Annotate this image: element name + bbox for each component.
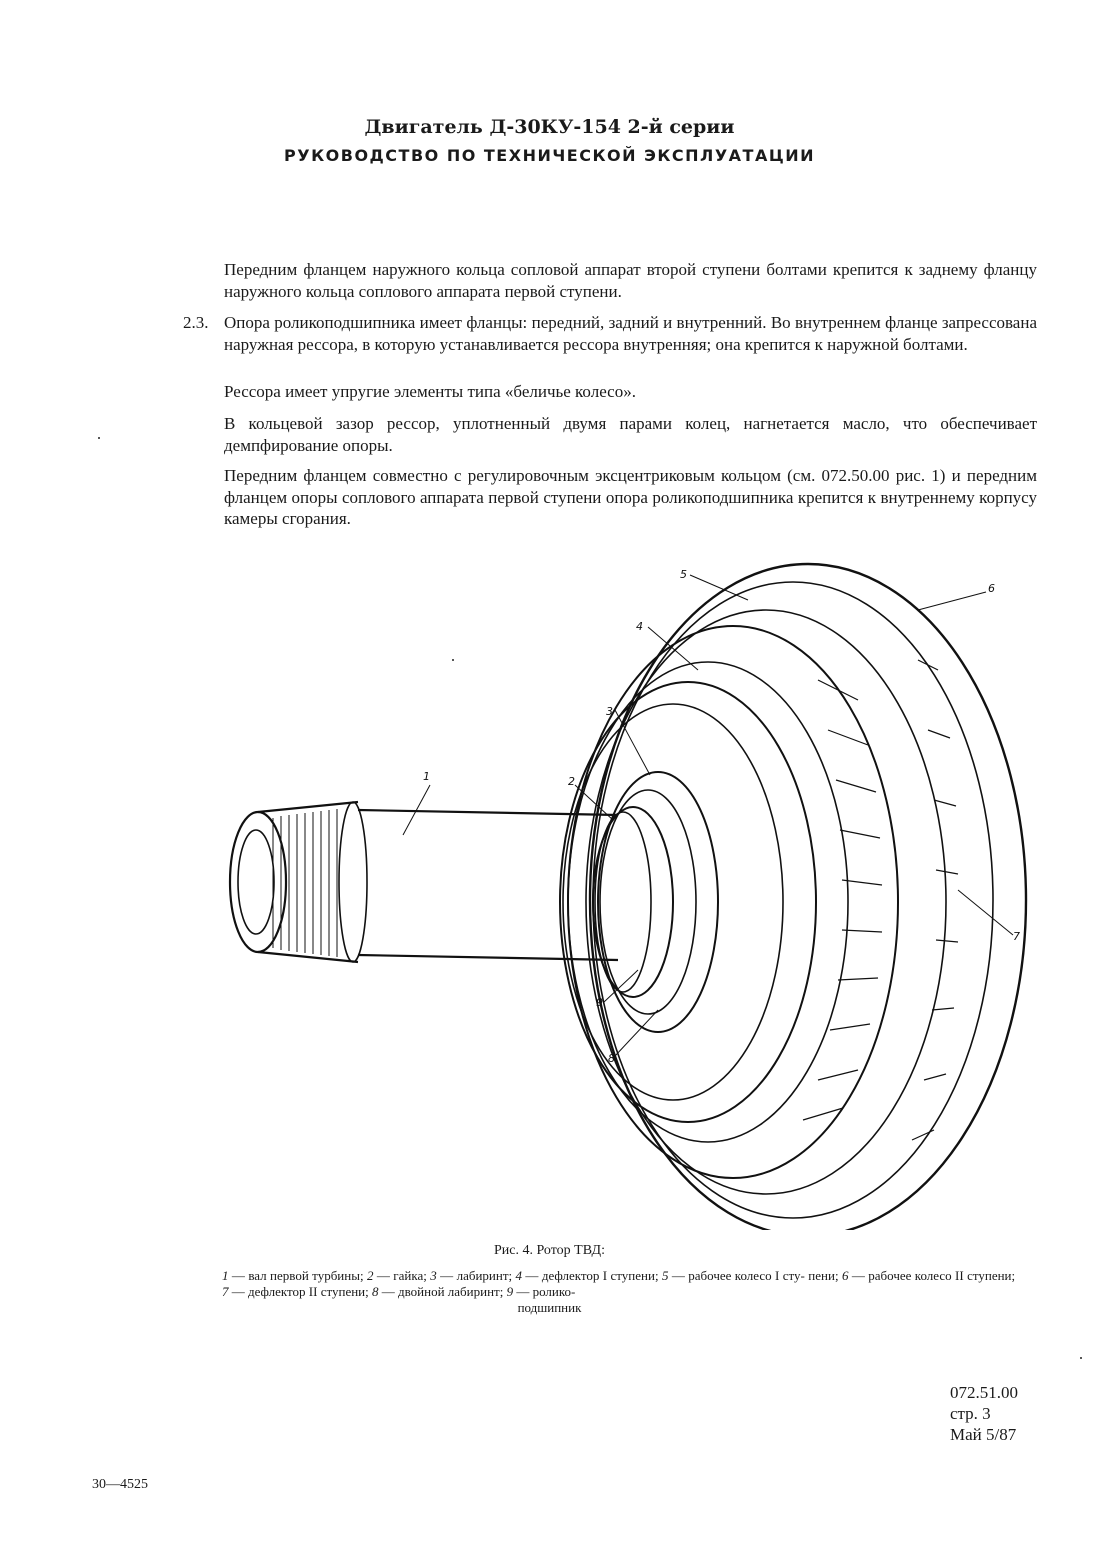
callout-5: 5 xyxy=(680,568,687,581)
print-code: 30—4525 xyxy=(92,1477,148,1492)
hub-ring-2 xyxy=(599,789,697,1015)
legend-num-5: 5 xyxy=(661,1268,669,1283)
legend-num-3: 3 xyxy=(430,1268,437,1283)
legend-num-6: 6 xyxy=(841,1268,849,1283)
paragraph-2: Опора роликоподшипника имеет фланцы: пер… xyxy=(224,313,1037,354)
deflector-outer xyxy=(559,681,817,1123)
doc-code: 072.51.00 xyxy=(950,1383,1018,1402)
figure-legend-last: подшипник xyxy=(517,1300,582,1315)
callout-1: 1 xyxy=(423,770,430,783)
page-number: стр. 3 xyxy=(950,1404,991,1423)
callout-6: 6 xyxy=(988,582,995,595)
section-number: 2.3. xyxy=(183,313,209,332)
scan-speck xyxy=(452,659,454,661)
shaft-end-inner xyxy=(237,829,275,935)
rotor-illustration: 1 2 3 4 5 6 7 8 9 xyxy=(228,562,1028,1238)
nut-ring xyxy=(594,811,652,993)
shaft-splined-top xyxy=(257,800,359,814)
disc-rim-3 xyxy=(585,609,947,1195)
shaft-splined-bottom xyxy=(257,950,359,964)
shaft-top xyxy=(357,808,619,817)
document-subtitle: РУКОВОДСТВО ПО ТЕХНИЧЕСКОЙ ЭКСПЛУАТАЦИИ xyxy=(284,146,815,165)
legend-text-4: дефлектор I ступени; xyxy=(541,1268,659,1283)
scan-speck xyxy=(98,437,100,439)
legend-text-5b: пени; xyxy=(808,1268,839,1283)
callout-2: 2 xyxy=(568,775,575,788)
figure-caption-title: Рис. 4. Ротор ТВД: xyxy=(494,1243,605,1258)
legend-num-4: 4 xyxy=(515,1268,523,1283)
legend-text-5: рабочее колесо I сту- xyxy=(688,1268,805,1283)
paragraph-4: В кольцевой зазор рессор, уплотненный дв… xyxy=(224,414,1037,455)
document-title: Двигатель Д-30КУ-154 2-й серии xyxy=(364,116,735,138)
bearing-ring xyxy=(592,806,674,998)
shaft-bottom xyxy=(357,953,619,962)
callout-3: 3 xyxy=(606,705,613,718)
legend-num-2: 2 xyxy=(366,1268,374,1283)
legend-text-2: гайка; xyxy=(393,1268,427,1283)
scan-speck xyxy=(1080,1357,1082,1359)
blade-ring-inner xyxy=(567,661,849,1143)
paragraph-3: Рессора имеет упругие элементы типа «бел… xyxy=(224,382,636,401)
callout-9: 9 xyxy=(596,996,603,1009)
legend-text-6: рабочее колесо II ступени; xyxy=(868,1268,1016,1283)
legend-num-8: 8 xyxy=(372,1284,379,1299)
paragraph-1: Передним фланцем наружного кольца соплов… xyxy=(224,260,1037,301)
legend-text-1: вал первой турбины; xyxy=(248,1268,364,1283)
hub-ring-1 xyxy=(597,771,719,1033)
legend-num-9: 9 xyxy=(506,1284,514,1299)
legend-text-9: ролико- xyxy=(532,1284,576,1299)
legend-num-7: 7 xyxy=(222,1284,229,1299)
callout-7: 7 xyxy=(1013,930,1020,943)
figure-legend: 1 — вал первой турбины; 2 — гайка; 3 — л… xyxy=(222,1268,1016,1299)
callout-4: 4 xyxy=(636,620,643,633)
legend-text-3: лабиринт; xyxy=(456,1268,513,1283)
shaft-collar xyxy=(338,801,368,963)
legend-text-7: дефлектор II ступени; xyxy=(248,1284,369,1299)
revision-date: Май 5/87 xyxy=(950,1425,1017,1444)
legend-text-8: двойной лабиринт; xyxy=(398,1284,504,1299)
rotor-figure: 1 2 3 4 5 6 7 8 9 xyxy=(218,530,1038,1238)
paragraph-5: Передним фланцем совместно с регулировоч… xyxy=(224,466,1037,528)
legend-num-1: 1 xyxy=(222,1268,229,1283)
deflector-inner xyxy=(562,703,784,1101)
callout-8: 8 xyxy=(608,1052,615,1065)
